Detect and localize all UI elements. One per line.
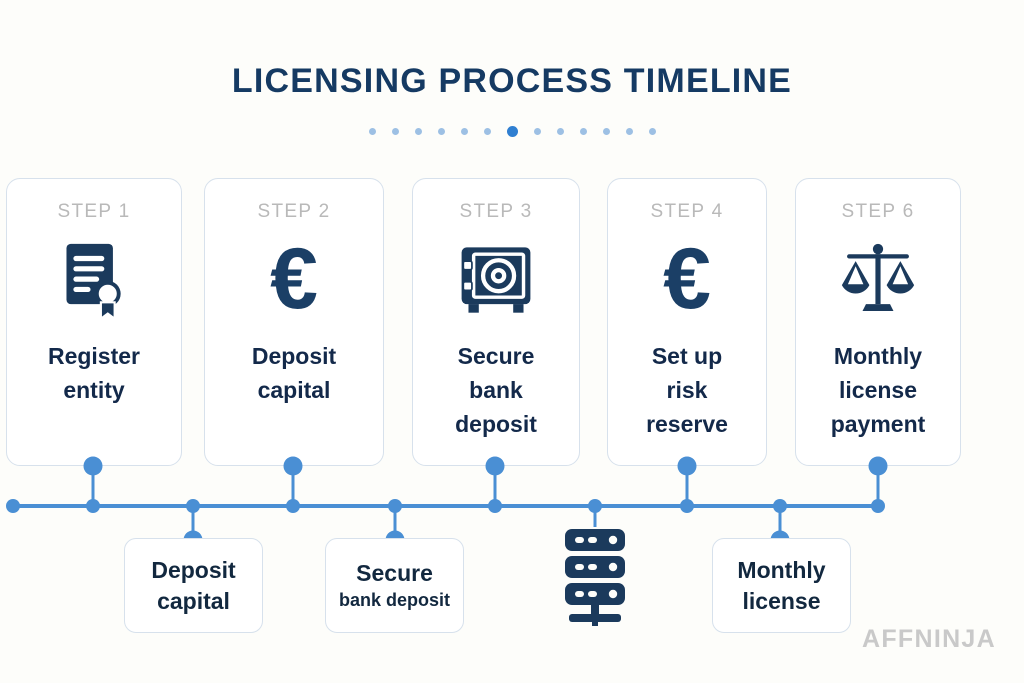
decorative-dot-row: [0, 126, 1024, 137]
deco-dot: [579, 128, 587, 135]
step-icon-wrap: €: [270, 231, 318, 328]
deco-dot: [648, 128, 656, 135]
step-icon-wrap: [51, 237, 137, 323]
deco-dot: [391, 128, 399, 135]
bottom-label-line1: Monthly: [737, 557, 826, 584]
deco-dot: [506, 126, 518, 137]
timeline-node[interactable]: [680, 499, 694, 513]
step-number-label: STEP 1: [57, 201, 131, 222]
timeline-stem-down: [778, 506, 782, 540]
step-number-label: STEP 4: [650, 201, 724, 222]
deco-dot: [414, 128, 422, 135]
timeline-stem-up: [685, 466, 689, 506]
deco-dot: [437, 128, 445, 135]
watermark: AFFNINJA: [861, 625, 996, 653]
timeline-stem-up: [493, 466, 497, 506]
timeline-card-node[interactable]: [283, 456, 303, 476]
bottom-label-line2: license: [742, 587, 821, 614]
bottom-label-line2: bank deposit: [338, 589, 450, 610]
deco-dot: [625, 128, 633, 135]
timeline-stem-up: [876, 466, 880, 506]
bottom-label-line1: Secure: [356, 560, 433, 587]
timeline-node[interactable]: [86, 499, 100, 513]
bottom-label-line2: capital: [157, 587, 230, 614]
timeline-stem-down: [593, 506, 597, 527]
timeline-stem-up: [291, 466, 295, 506]
timeline-card-node[interactable]: [868, 456, 888, 476]
step-icon-wrap: €: [663, 231, 711, 328]
step-number-label: STEP 3: [459, 201, 533, 222]
euro-icon: €: [270, 231, 318, 328]
timeline-stem-up: [91, 466, 95, 506]
page-title: LICENSING PROCESS TIMELINE: [231, 62, 793, 100]
timeline-stem-down: [393, 506, 397, 540]
step-icon-wrap: [453, 237, 539, 323]
bottom-label-box[interactable]: Deposit capital: [124, 538, 263, 633]
deco-dot: [368, 128, 376, 135]
timeline-card-node[interactable]: [677, 456, 697, 476]
euro-icon: €: [663, 231, 711, 328]
timeline-node[interactable]: [488, 499, 502, 513]
timeline-node[interactable]: [871, 499, 885, 513]
timeline-stem-down: [191, 506, 195, 540]
safe-vault-icon: [461, 247, 531, 313]
deco-dot: [533, 128, 541, 135]
timeline-node[interactable]: [6, 499, 20, 513]
step-icon-wrap: [835, 237, 921, 323]
bottom-label-line1: Deposit: [151, 557, 236, 584]
timeline-axis: [12, 504, 880, 508]
server-rack-icon: [561, 527, 629, 632]
deco-dot: [460, 128, 468, 135]
deco-dot: [483, 128, 491, 135]
bottom-label-box[interactable]: Monthly license: [712, 538, 851, 633]
timeline-node[interactable]: [286, 499, 300, 513]
certificate-icon: [66, 243, 121, 321]
deco-dot: [602, 128, 610, 135]
deco-dot: [556, 128, 564, 135]
step-number-label: STEP 6: [841, 201, 915, 222]
timeline-card-node[interactable]: [485, 456, 505, 476]
balance-scales-icon: [841, 243, 915, 311]
step-number-label: STEP 2: [257, 201, 331, 222]
timeline-card-node[interactable]: [83, 456, 103, 476]
